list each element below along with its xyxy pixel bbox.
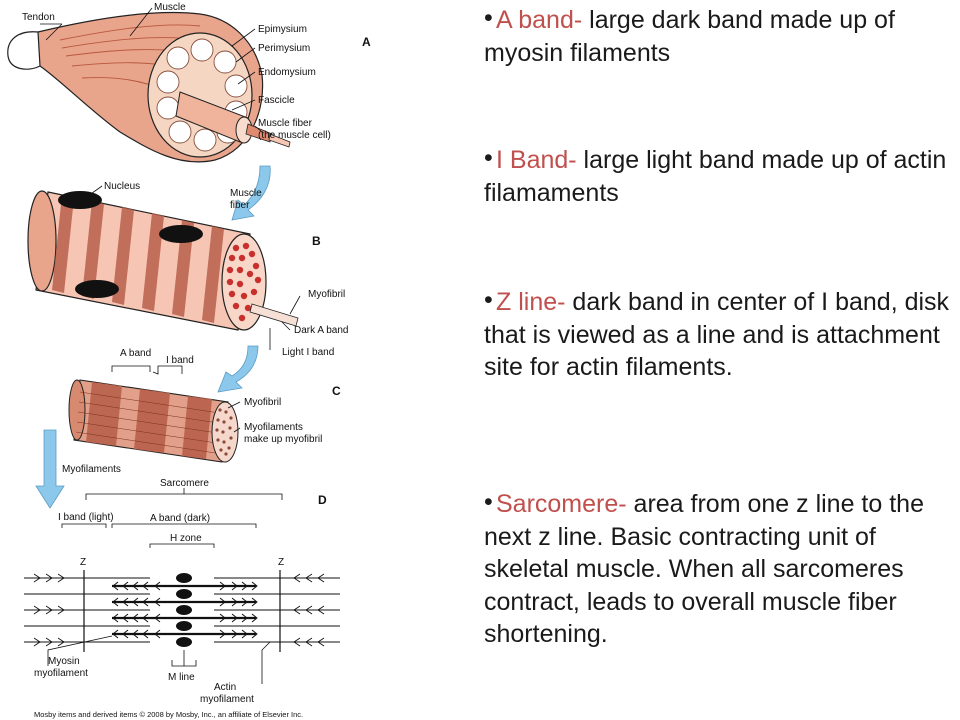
label-myosin-2: myofilament [34,668,88,679]
label-fascicle: Fascicle [258,95,295,106]
actin-arrows [33,573,325,647]
note-term: Z line- [496,288,566,316]
panel-letter-a: A [362,35,371,49]
panel-letter-d: D [318,493,327,507]
fiber-left-end [27,190,57,292]
muscle-structure-diagram: Tendon Muscle Epimysium Perimysium Endom… [7,2,371,719]
tendon-outline [7,31,41,70]
label-actin-1: Actin [214,682,236,693]
panel-letter-c: C [332,384,341,398]
note-sarcomere: • Sarcomere- area from one z line to the… [484,488,954,651]
label-z-left: Z [80,557,86,568]
label-myosin-1: Myosin [48,656,80,667]
label-muscle-fiber: Muscle fiber [258,118,313,129]
label-a-band-c: A band [120,348,151,359]
myofilament-dots [215,408,233,456]
label-myofilaments-side: Myofilaments [62,464,121,475]
label-nucleus: Nucleus [104,181,140,192]
myofibril-strand [268,133,291,148]
myofibril-striation-lines [75,391,227,455]
actin-filaments [24,577,340,643]
muscle-fiber-strand [245,123,273,143]
note-term: Sarcomere- [496,490,627,518]
label-muscle-fiber-b1: Muscle [230,188,262,199]
label-muscle-fiber-b2: fiber [230,200,250,211]
note-a-band: • A band- large dark band made up of myo… [484,4,954,69]
label-dark-a-band: Dark A band [294,325,348,336]
myofibril-left-end [68,379,86,441]
nucleus-middle [159,225,203,243]
panel-a: Tendon Muscle Epimysium Perimysium Endom… [7,2,371,163]
arrow-a-to-b [231,165,271,221]
myosin-heads [112,581,258,639]
myofibril-dots [226,242,262,322]
sarcomere-brackets [61,488,283,548]
label-myofilaments-c2: make up myofibril [244,434,322,445]
label-i-band-c: I band [166,355,194,366]
label-myofilaments-c1: Myofilaments [244,422,303,433]
note-text: large dark band made up of myosin filame… [484,6,895,67]
label-m-line: M line [168,672,195,683]
z-lines [83,570,281,652]
bullet-dot: • [484,144,493,172]
panel-b: Nucleus Muscle fiber Myofibril Dark A ba… [27,181,348,358]
note-body: A band- large dark band made up of myosi… [484,4,954,69]
label-endomysium: Endomysium [258,67,316,78]
label-myofibril-c: Myofibril [244,397,281,408]
label-perimysium: Perimysium [258,43,310,54]
label-a-band-dark: A band (dark) [150,513,210,524]
note-term: A band- [496,6,583,34]
label-h-zone: H zone [170,533,202,544]
bullet-dot: • [484,4,493,32]
myofibril-a-bands [86,382,212,459]
arrow-b-to-c [217,345,259,393]
label-i-band-light: I band (light) [58,512,114,523]
copyright-credit: Mosby items and derived items © 2008 by … [34,710,303,719]
label-sarcomere: Sarcomere [160,478,209,489]
arrow-c-to-d [35,429,65,509]
note-body: I Band- large light band made up of acti… [484,144,954,209]
note-body: Sarcomere- area from one z line to the n… [484,488,954,651]
fascicle-cylinder [175,91,249,143]
myosin-filaments [112,584,256,636]
label-actin-2: myofilament [200,694,254,705]
m-line-nodes [176,573,192,647]
panel-c: A band I band Myofibril Myofilaments mak… [68,348,341,463]
note-term: I Band- [496,146,577,174]
bullet-dot: • [484,488,493,516]
panel-letter-b: B [312,234,321,248]
label-tendon: Tendon [22,12,55,23]
note-z-line: • Z line- dark band in center of I band,… [484,286,954,384]
note-body: Z line- dark band in center of I band, d… [484,286,954,384]
label-muscle: Muscle [154,2,186,13]
panel-d: Sarcomere I band (light) A band (dark) H… [24,478,340,705]
note-i-band: • I Band- large light band made up of ac… [484,144,954,209]
note-text: large light band made up of actin filama… [484,146,947,207]
nucleus-top [58,191,102,209]
label-light-i-band: Light I band [282,347,334,358]
note-text: dark band in center of I band, disk that… [484,288,950,381]
label-z-right: Z [278,557,284,568]
label-muscle-cell: (the muscle cell) [258,130,331,141]
nucleus-bottom [75,280,119,298]
dark-a-bands [52,195,224,323]
myofibril-strand-b [249,303,299,327]
note-text: area from one z line to the next z line.… [484,490,924,648]
bullet-dot: • [484,286,493,314]
label-myofibril-b: Myofibril [308,289,345,300]
label-epimysium: Epimysium [258,24,307,35]
